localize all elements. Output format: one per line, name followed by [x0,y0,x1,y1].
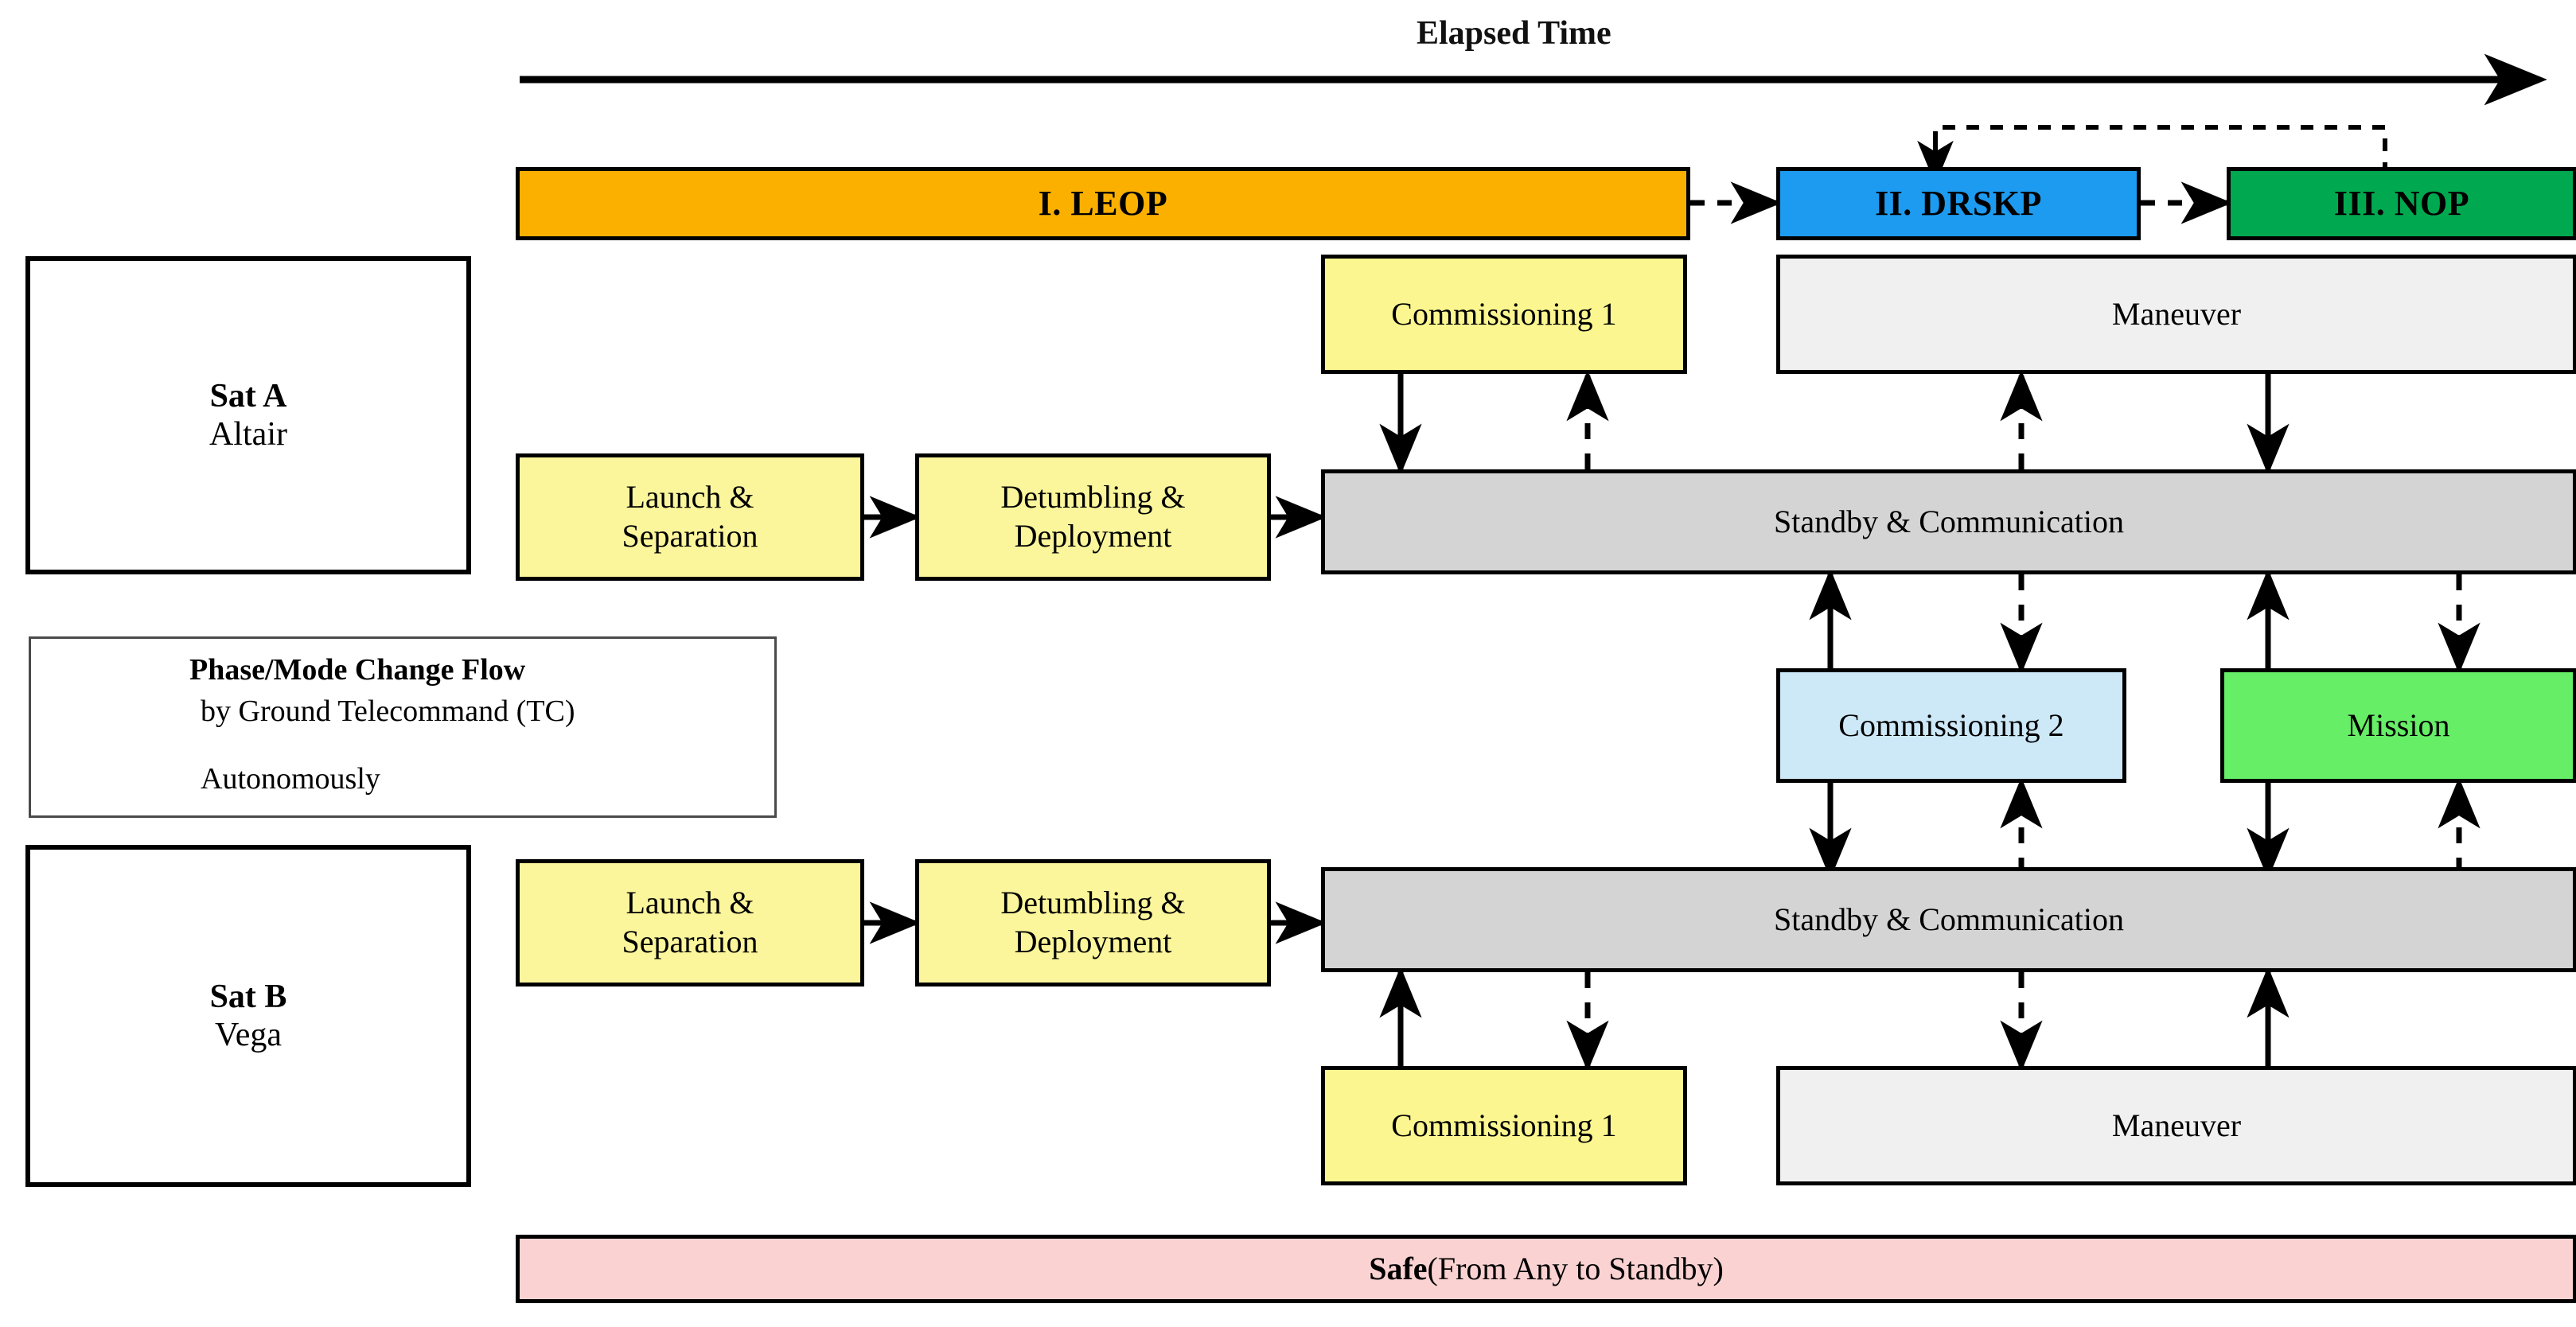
sat-a-mode-detumbling-deployment[interactable]: Detumbling & Deployment [915,453,1271,581]
safe-mode-detail: (From Any to Standby) [1427,1251,1724,1287]
sat-b-mode-detumbling-deployment[interactable]: Detumbling & Deployment [915,859,1271,986]
launch-separation-line1: Launch & [625,479,754,516]
launch-separation-line2: Separation [622,924,758,959]
sat-a-connectors [864,369,2481,675]
timeline-title: Elapsed Time [1417,15,1611,52]
legend-title: Phase/Mode Change Flow [189,653,526,687]
sat-a-mode-standby-communication[interactable]: Standby & Communication [1321,469,2576,574]
sat-b-name: Sat B [209,979,287,1015]
legend-panel [29,636,777,818]
detumbling-line1: Detumbling & [1000,479,1186,516]
sat-a-mode-launch-separation[interactable]: Launch & Separation [516,453,864,581]
safe-mode-name: Safe [1369,1251,1428,1287]
launch-separation-line2: Separation [622,518,758,554]
sat-a-mode-commissioning-1[interactable]: Commissioning 1 [1321,255,1687,374]
detumbling-line1: Detumbling & [1000,885,1186,921]
legend-entry-autonomously-label: Autonomously [201,762,380,796]
detumbling-line2: Deployment [1014,518,1172,554]
detumbling-line2: Deployment [1014,924,1172,959]
shared-mode-commissioning-2[interactable]: Commissioning 2 [1776,668,2126,783]
satellite-label-sat-a: Sat A Altair [25,256,471,574]
phase-bar-nop[interactable]: III. NOP [2227,167,2576,240]
sat-a-mode-maneuver[interactable]: Maneuver [1776,255,2576,374]
sat-b-connectors [864,776,2481,1072]
sat-b-mode-standby-communication[interactable]: Standby & Communication [1321,867,2576,972]
launch-separation-line1: Launch & [625,885,754,921]
sat-b-mode-launch-separation[interactable]: Launch & Separation [516,859,864,986]
sat-b-mode-commissioning-1[interactable]: Commissioning 1 [1321,1066,1687,1185]
sat-a-name: Sat A [209,378,287,414]
satellite-label-sat-b: Sat B Vega [25,845,471,1187]
sat-b-mode-maneuver[interactable]: Maneuver [1776,1066,2576,1185]
phase-bar-leop[interactable]: I. LEOP [516,167,1690,240]
legend-entry-telecommand-label: by Ground Telecommand (TC) [201,695,575,728]
shared-mode-mission[interactable]: Mission [2220,668,2576,783]
sat-a-alias: Altair [209,416,287,453]
phase-bar-drskp[interactable]: II. DRSKP [1776,167,2141,240]
sat-b-alias: Vega [215,1017,282,1053]
safe-mode-bar[interactable]: Safe(From Any to Standby) [516,1235,2576,1303]
